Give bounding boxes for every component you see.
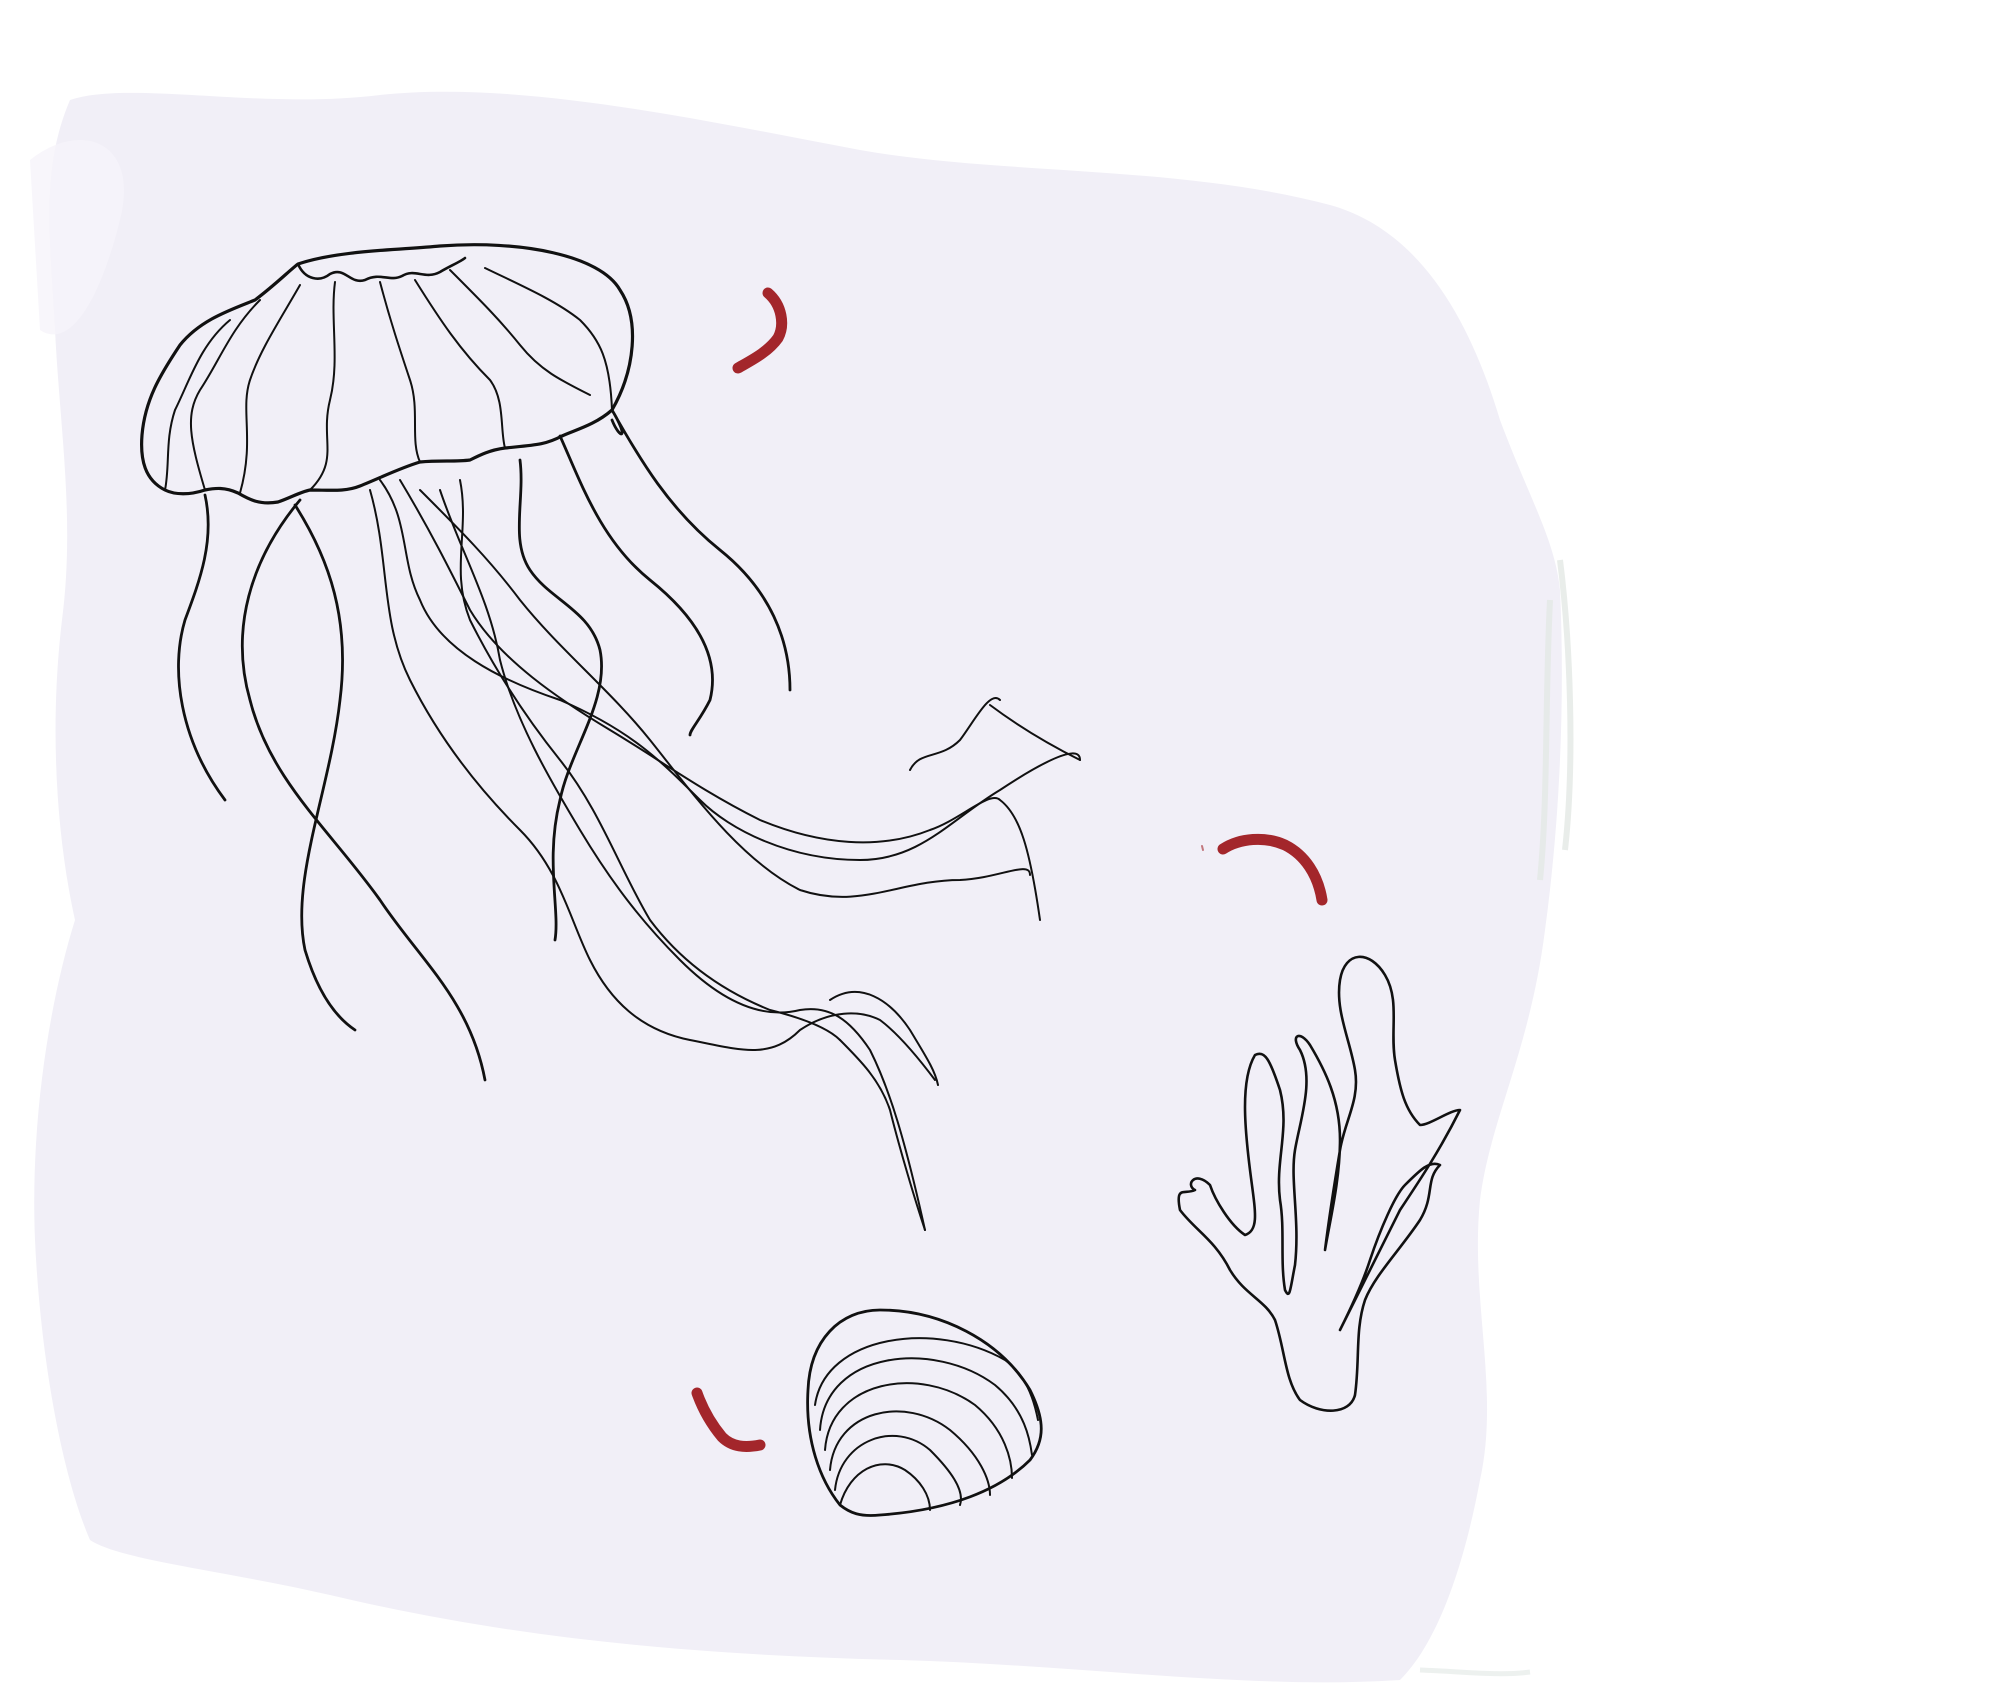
coral-outline xyxy=(1177,955,1462,1412)
jellyfish-tentacle-13 xyxy=(829,990,939,1231)
jellyfish-tentacle-7 xyxy=(379,479,1081,861)
accent-dot xyxy=(1201,845,1204,851)
wash-edge-stroke-bottom xyxy=(1419,1667,1531,1677)
jellyfish-tentacle-14 xyxy=(909,697,1081,771)
jellyfish-tentacle-5 xyxy=(610,408,792,692)
accent-stroke-icon xyxy=(1217,833,1328,906)
seashell-icon xyxy=(806,1308,1043,1517)
seashell-ridges xyxy=(814,1337,1039,1511)
jellyfish-tentacle-11 xyxy=(439,489,926,1231)
jellyfish-tentacle-9 xyxy=(419,489,1031,898)
jellyfish-tentacle-12 xyxy=(459,479,841,1041)
jellyfish-tentacle-8 xyxy=(399,479,1041,921)
wash-edge-stroke-right xyxy=(1537,559,1574,881)
jellyfish-tentacle-3 xyxy=(293,503,357,1032)
wash-shape xyxy=(34,91,1562,1683)
jellyfish-tentacle-6 xyxy=(517,458,603,942)
jellyfish-tentacle-2 xyxy=(240,498,487,1082)
jellyfish-tentacle-1 xyxy=(177,493,227,802)
jellyfish-bell xyxy=(140,243,635,505)
jellyfish-icon xyxy=(140,243,1081,1231)
jellyfish-ribs xyxy=(164,267,613,494)
accent-stroke-icon xyxy=(732,287,788,374)
accent-stroke-icon xyxy=(691,1387,766,1452)
coral-icon xyxy=(1177,955,1462,1412)
jellyfish-frill xyxy=(296,256,467,283)
watercolor-wash xyxy=(30,91,1574,1683)
wash-edge-light xyxy=(30,140,124,335)
jellyfish-tentacle-4 xyxy=(558,434,714,737)
accent-strokes xyxy=(691,287,1328,1452)
jellyfish-tentacle-10 xyxy=(369,489,936,1081)
